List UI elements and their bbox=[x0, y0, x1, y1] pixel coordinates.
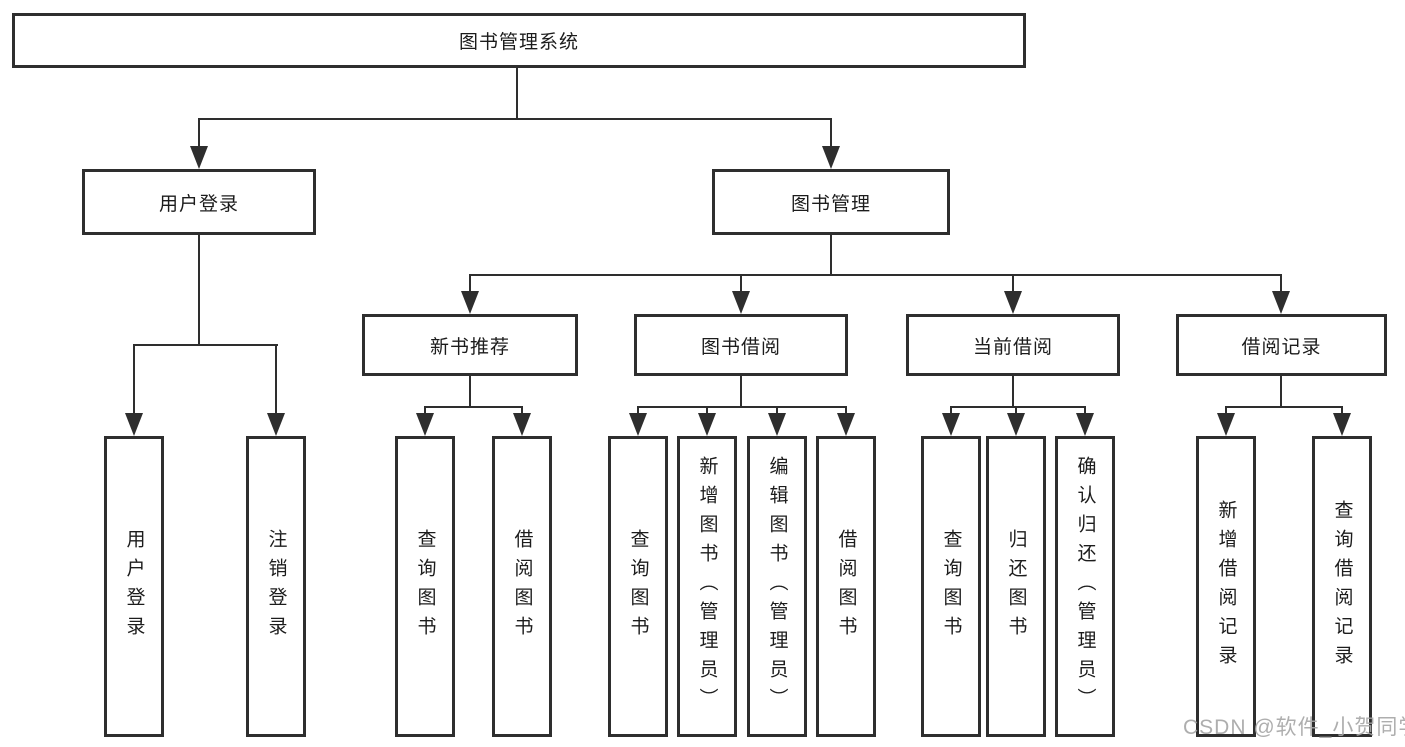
node-root-system: 图书管理系统 bbox=[12, 13, 1026, 68]
leaf-logout: 注销登录 bbox=[246, 436, 306, 737]
node-user-login: 用户登录 bbox=[82, 169, 316, 235]
leaf-nb-query-books: 查询图书 bbox=[395, 436, 455, 737]
arrowhead-cb-query bbox=[942, 413, 960, 436]
connector-current-borrow-stub bbox=[1012, 376, 1014, 407]
arrowhead-book-borrow bbox=[732, 291, 750, 314]
node-book-mgmt: 图书管理 bbox=[712, 169, 950, 235]
connector-borrow-records-stub bbox=[1280, 376, 1282, 407]
connector-stem-cb-confirm bbox=[1084, 406, 1086, 418]
connector-stem-new-books bbox=[469, 274, 471, 294]
leaf-br-query-record: 查询借阅记录 bbox=[1312, 436, 1372, 737]
leaf-cb-confirm-return-admin: 确认归还（管理员） bbox=[1055, 436, 1115, 737]
connector-user-login-stub bbox=[198, 235, 200, 345]
node-new-books: 新书推荐 bbox=[362, 314, 578, 376]
connector-stem-book-borrow bbox=[740, 274, 742, 294]
leaf-bb-add-books-admin: 新增图书（管理员） bbox=[677, 436, 737, 737]
connector-stem-nb-query bbox=[424, 406, 426, 418]
connector-new-books-split bbox=[424, 406, 523, 408]
connector-stem-bb-borrow bbox=[845, 406, 847, 418]
connector-current-borrow-split bbox=[950, 406, 1086, 408]
arrowhead-bb-add bbox=[698, 413, 716, 436]
arrowhead-br-add bbox=[1217, 413, 1235, 436]
connector-level2-split bbox=[198, 118, 832, 120]
connector-book-borrow-stub bbox=[740, 376, 742, 407]
arrowhead-current-borrow bbox=[1004, 291, 1022, 314]
leaf-cb-return-books: 归还图书 bbox=[986, 436, 1046, 737]
connector-stem-cb-query bbox=[950, 406, 952, 418]
node-current-borrow: 当前借阅 bbox=[906, 314, 1120, 376]
connector-borrow-records-split bbox=[1225, 406, 1343, 408]
arrowhead-nb-query bbox=[416, 413, 434, 436]
arrowhead-user-login bbox=[190, 146, 208, 169]
node-book-borrow: 图书借阅 bbox=[634, 314, 848, 376]
arrowhead-nb-borrow bbox=[513, 413, 531, 436]
arrowhead-br-query bbox=[1333, 413, 1351, 436]
connector-stem-cb-return bbox=[1015, 406, 1017, 418]
connector-stem-nb-borrow bbox=[521, 406, 523, 418]
connector-stem-bb-add bbox=[706, 406, 708, 418]
connector-stem-br-query bbox=[1341, 406, 1343, 418]
leaf-cb-query-books: 查询图书 bbox=[921, 436, 981, 737]
node-borrow-records: 借阅记录 bbox=[1176, 314, 1387, 376]
connector-stem-br-add bbox=[1225, 406, 1227, 418]
connector-stem-leaf-login bbox=[133, 344, 135, 414]
connector-stem-user-login bbox=[198, 118, 200, 150]
connector-stem-current-borrow bbox=[1012, 274, 1014, 294]
connector-user-login-split bbox=[133, 344, 278, 346]
connector-stem-bb-edit bbox=[776, 406, 778, 418]
leaf-user-login: 用户登录 bbox=[104, 436, 164, 737]
arrowhead-leaf-login bbox=[125, 413, 143, 436]
leaf-br-add-record: 新增借阅记录 bbox=[1196, 436, 1256, 737]
arrowhead-leaf-logout bbox=[267, 413, 285, 436]
arrowhead-book-mgmt bbox=[822, 146, 840, 169]
arrowhead-bb-query bbox=[629, 413, 647, 436]
connector-book-borrow-split bbox=[637, 406, 847, 408]
arrowhead-bb-borrow bbox=[837, 413, 855, 436]
connector-stem-leaf-logout bbox=[275, 344, 277, 414]
connector-stem-bb-query bbox=[637, 406, 639, 418]
connector-book-mgmt-stub bbox=[830, 235, 832, 276]
connector-stem-book-mgmt bbox=[830, 118, 832, 150]
connector-stem-borrow-records bbox=[1280, 274, 1282, 294]
arrowhead-new-books bbox=[461, 291, 479, 314]
connector-root-stub bbox=[516, 68, 518, 119]
connector-level3-split bbox=[469, 274, 1282, 276]
arrowhead-bb-edit bbox=[768, 413, 786, 436]
connector-new-books-stub bbox=[469, 376, 471, 407]
arrowhead-cb-return bbox=[1007, 413, 1025, 436]
leaf-bb-edit-books-admin: 编辑图书（管理员） bbox=[747, 436, 807, 737]
leaf-nb-borrow-books: 借阅图书 bbox=[492, 436, 552, 737]
leaf-bb-borrow-books: 借阅图书 bbox=[816, 436, 876, 737]
leaf-bb-query-books: 查询图书 bbox=[608, 436, 668, 737]
arrowhead-cb-confirm bbox=[1076, 413, 1094, 436]
arrowhead-borrow-records bbox=[1272, 291, 1290, 314]
csdn-watermark: CSDN @软件_小贺同学 bbox=[1183, 716, 1405, 739]
